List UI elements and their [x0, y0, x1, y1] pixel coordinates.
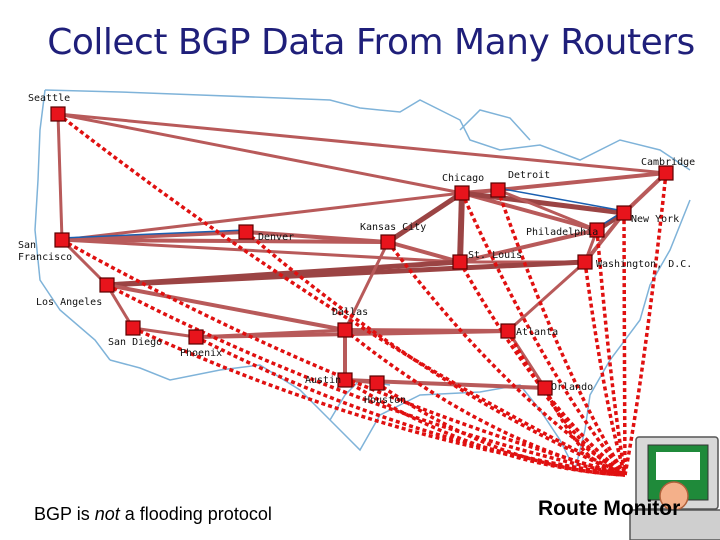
router-philadelphia	[589, 222, 605, 238]
city-label-san_diego: San Diego	[108, 337, 162, 348]
monitor-feed-cambridge	[623, 172, 668, 476]
caption-emphasis: not	[94, 504, 120, 524]
map-border-path	[34, 89, 111, 361]
router-seattle	[50, 106, 66, 122]
link-atlanta-orlando	[506, 330, 547, 389]
router-austin	[337, 372, 353, 388]
city-label-washington: Washington, D.C.	[596, 259, 692, 270]
monitor-feed-atlanta	[506, 330, 626, 477]
city-label-chicago: Chicago	[442, 173, 484, 184]
link-kansas_city-st_louis	[387, 240, 461, 264]
caption: BGP is not a flooding protocol	[34, 504, 272, 525]
router-orlando	[537, 380, 553, 396]
router-st_louis	[452, 254, 468, 270]
link-los_angeles-dallas	[106, 283, 346, 332]
city-label-houston: Houston	[364, 395, 406, 406]
monitor-feed-new_york	[622, 212, 627, 476]
city-label-philadelphia: Philadelphia	[526, 227, 598, 238]
route-monitor-label: Route Monitor	[538, 497, 681, 520]
router-chicago	[454, 185, 470, 201]
link-seattle-chicago	[57, 112, 463, 195]
city-label-seattle: Seattle	[28, 93, 70, 104]
city-label-san_francisco_2: Francisco	[18, 252, 72, 263]
link-chicago-philadelphia	[461, 191, 598, 232]
link-seattle-san_francisco	[56, 113, 64, 241]
city-label-atlanta: Atlanta	[516, 327, 558, 338]
monitor-feed-houston	[376, 381, 626, 477]
monitor-feed-orlando	[543, 387, 626, 477]
router-san_francisco	[54, 232, 70, 248]
city-label-los_angeles: Los Angeles	[36, 297, 102, 308]
caption-suffix: a flooding protocol	[119, 504, 272, 524]
router-atlanta	[500, 323, 516, 339]
city-label-austin: Austin	[305, 375, 341, 386]
router-dallas	[337, 322, 353, 338]
city-label-orlando: Orlando	[551, 382, 593, 393]
router-links	[56, 112, 668, 390]
link-washington-atlanta	[506, 260, 587, 333]
city-label-denver: Denver	[258, 232, 294, 243]
link-philadelphia-st_louis	[459, 228, 598, 264]
city-label-cambridge: Cambridge	[641, 157, 695, 168]
monitor-feed-san_diego	[132, 326, 626, 477]
caption-prefix: BGP is	[34, 504, 95, 524]
city-label-dallas: Dallas	[332, 307, 368, 318]
monitor-feed-chicago	[460, 192, 627, 477]
router-houston	[369, 375, 385, 391]
router-cambridge	[658, 165, 674, 181]
link-accent-detroit-new_york	[497, 187, 625, 212]
router-kansas_city	[380, 234, 396, 250]
link-san_francisco-st_louis	[61, 238, 461, 264]
city-label-st_louis: St. Louis	[468, 250, 522, 261]
route-monitor-computer-icon	[629, 436, 720, 540]
link-chicago-st_louis	[457, 192, 465, 263]
link-denver-kansas_city	[245, 230, 389, 244]
monitor-feed-philadelphia	[595, 229, 627, 476]
link-chicago-new_york	[461, 190, 625, 216]
link-san_diego-phoenix	[132, 326, 197, 339]
router-phoenix	[188, 329, 204, 345]
link-detroit-cambridge	[497, 171, 667, 192]
link-kansas_city-chicago	[386, 190, 464, 245]
us-map-outline	[34, 89, 691, 473]
link-san_francisco-kansas_city	[61, 238, 389, 244]
router-detroit	[490, 182, 506, 198]
monitor-feed-phoenix	[195, 335, 626, 477]
monitor-feed-kansas_city	[386, 240, 626, 477]
monitor-feed-dallas	[343, 328, 626, 477]
router-denver	[238, 224, 254, 240]
monitor-feed-washington	[583, 261, 627, 476]
link-los_angeles-washington	[106, 259, 586, 288]
city-label-kansas_city: Kansas City	[360, 222, 426, 233]
monitor-feed-detroit	[496, 189, 627, 476]
router-los_angeles	[99, 277, 115, 293]
link-san_francisco-chicago	[61, 191, 463, 242]
map-border-path	[44, 89, 691, 171]
monitor-feed-seattle	[56, 112, 626, 477]
monitor-base	[629, 509, 720, 540]
link-detroit-philadelphia	[497, 188, 598, 232]
link-seattle-cambridge	[57, 112, 667, 175]
slide-title: Collect BGP Data From Many Routers	[47, 22, 695, 63]
monitor-feed-denver	[244, 230, 626, 477]
city-label-detroit: Detroit	[508, 170, 550, 181]
router-san_diego	[125, 320, 141, 336]
city-label-new_york: New York	[631, 214, 679, 225]
map-border-path	[459, 109, 531, 141]
routers	[50, 106, 674, 396]
city-label-phoenix: Phoenix	[180, 348, 222, 359]
route-monitor-feeds	[56, 112, 668, 477]
router-new_york	[616, 205, 632, 221]
city-label-san_francisco_1: San	[18, 240, 36, 251]
monitor-screen-inner	[656, 452, 700, 480]
router-washington	[577, 254, 593, 270]
monitor-feed-los_angeles	[106, 283, 626, 477]
